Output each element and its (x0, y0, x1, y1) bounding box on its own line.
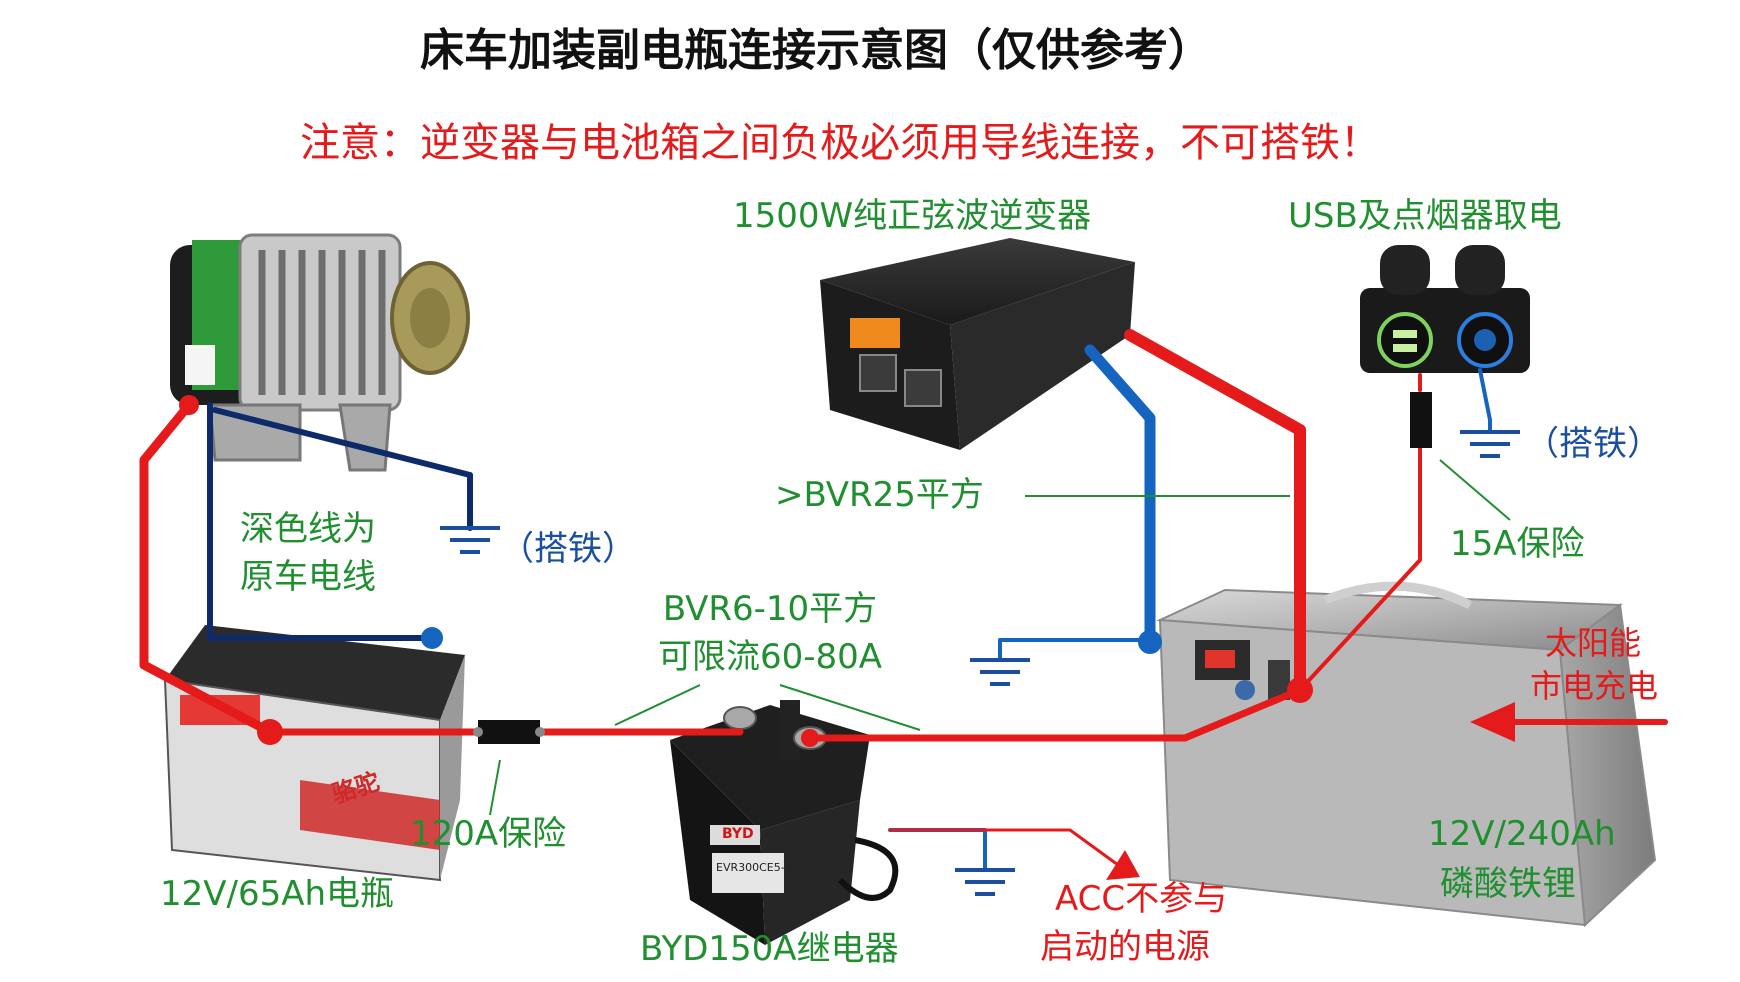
acc-label-1: ACC不参与 (1055, 879, 1228, 919)
usb-label: USB及点烟器取电 (1288, 196, 1562, 236)
lithium-label-2: 磷酸铁锂 (1440, 864, 1576, 904)
dark-wire-note-1: 深色线为 (240, 509, 376, 549)
inverter-wire-label: >BVR25平方 (775, 475, 984, 515)
relay (670, 700, 899, 945)
fuse-15a-label: 15A保险 (1450, 524, 1585, 564)
positive-wires (139, 329, 1668, 742)
alternator-ground-label: （搭铁） (500, 529, 636, 569)
terminals (179, 395, 1313, 747)
inverter-label: 1500W纯正弦波逆变器 (733, 196, 1092, 236)
dark-wire-note-2: 原车电线 (240, 557, 376, 597)
lithium-battery (1156, 581, 1657, 928)
solar-label-2: 市电充电 (1530, 667, 1659, 705)
lithium-label-1: 12V/240Ah (1428, 814, 1616, 854)
acc-label-2: 启动的电源 (1040, 927, 1210, 967)
negative-wires (207, 344, 1492, 880)
ground-symbols (440, 430, 1520, 896)
main-wire-label-1: BVR6-10平方 (662, 589, 878, 629)
solar-label-1: 太阳能 (1545, 624, 1642, 662)
fuse-120a (473, 720, 545, 744)
fuse-15a (1410, 392, 1432, 448)
leader-lines (489, 459, 1511, 816)
main-wire-label-2: 可限流60-80A (657, 637, 883, 677)
relay-model-text: EVR300CE5-3 (716, 861, 792, 874)
page-title: 床车加装副电瓶连接示意图（仅供参考） (420, 25, 1212, 76)
warning-note: 注意：逆变器与电池箱之间负极必须用导线连接，不可搭铁！ (300, 120, 1380, 166)
inverter (820, 238, 1135, 450)
usb-ground-label: （搭铁） (1525, 424, 1661, 464)
usb-panel (1360, 245, 1530, 373)
relay-label: BYD150A继电器 (640, 929, 899, 969)
relay-brand-text: BYD (722, 826, 754, 842)
fuse-120a-label: 120A保险 (410, 814, 567, 854)
alternator (170, 233, 470, 472)
starter-battery-label: 12V/65Ah电瓶 (160, 874, 395, 914)
